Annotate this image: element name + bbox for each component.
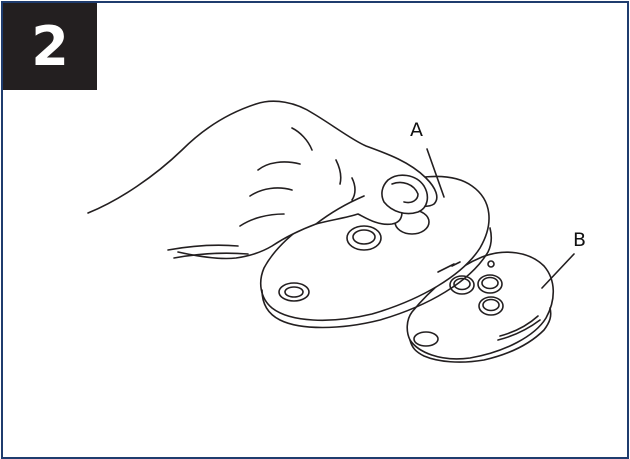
remote-a-keyring-inner <box>285 287 303 297</box>
remote-a-button-left-inner <box>353 230 375 244</box>
callout-b-label: B <box>573 229 586 251</box>
remote-b-led <box>488 261 494 267</box>
remote-b-button-1-inner <box>482 278 498 289</box>
callout-a-label: A <box>410 119 423 141</box>
remote-b-keyring <box>414 332 438 346</box>
remote-b-button-3-inner <box>483 300 499 311</box>
